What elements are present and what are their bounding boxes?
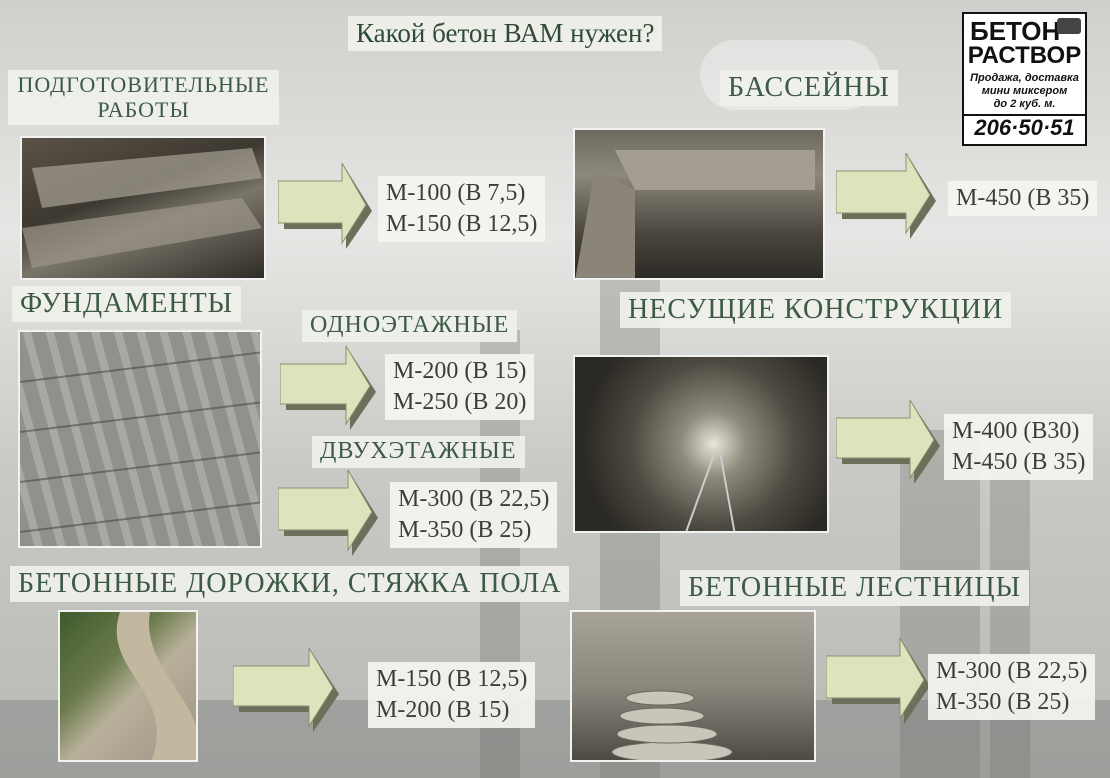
logo-tagline3: до 2 куб. м.: [993, 98, 1056, 110]
single-storey-grade-1: М-200 (В 15): [393, 358, 527, 384]
two-storey-title: ДВУХЭТАЖНЫЕ: [312, 436, 525, 468]
logo-line2: РАСТВОР: [967, 42, 1082, 69]
structures-photo: [573, 355, 829, 533]
single-storey-grades: М-200 (В 15) М-250 (В 20): [385, 354, 535, 421]
paths-photo: [58, 610, 198, 762]
paths-grades: М-150 (В 12,5) М-200 (В 15): [368, 662, 536, 729]
stairs-grade-1: М-300 (В 22,5): [936, 658, 1088, 684]
stairs-arrow-icon: [826, 638, 930, 724]
pools-title: БАССЕЙНЫ: [720, 70, 898, 107]
mixer-truck-icon: [1057, 18, 1081, 34]
two-storey-grade-1: М-300 (В 22,5): [398, 486, 550, 512]
stairs-title: БЕТОННЫЕ ЛЕСТНИЦЫ: [680, 570, 1030, 607]
paths-title: БЕТОННЫЕ ДОРОЖКИ, СТЯЖКА ПОЛА: [10, 566, 570, 603]
foundations-title: ФУНДАМЕНТЫ: [12, 286, 242, 323]
logo-line1: БЕТОН: [970, 16, 1061, 46]
logo-tagline2: мини миксером: [981, 85, 1068, 97]
prep-grade-2: М-150 (В 12,5): [386, 211, 538, 238]
structures-grade-2: М-450 (В 35): [952, 449, 1086, 476]
two-storey-grade-2: М-350 (В 25): [398, 517, 532, 544]
prep-title-line1: ПОДГОТОВИТЕЛЬНЫЕ: [17, 72, 270, 97]
company-logo: БЕТОН РАСТВОР Продажа, доставка мини мик…: [962, 12, 1087, 146]
single-storey-title: ОДНОЭТАЖНЫЕ: [302, 310, 518, 342]
paths-grade-2: М-200 (В 15): [376, 697, 510, 724]
prep-title: ПОДГОТОВИТЕЛЬНЫЕ РАБОТЫ: [8, 70, 279, 125]
structures-grade-1: М-400 (В30): [952, 418, 1080, 444]
structures-grades: М-400 (В30) М-450 (В 35): [944, 414, 1094, 481]
stairs-grade-2: М-350 (В 25): [936, 689, 1070, 716]
logo-tagline1: Продажа, доставка: [970, 72, 1079, 84]
prep-arrow-icon: [278, 163, 372, 249]
two-storey-arrow-icon: [278, 470, 378, 556]
paths-arrow-icon: [233, 648, 339, 732]
page-title: Какой бетон ВАМ нужен?: [348, 16, 663, 52]
foundations-photo: [18, 330, 262, 548]
prep-photo: [20, 136, 266, 280]
pools-grades: М-450 (В 35): [948, 181, 1098, 217]
structures-title: НЕСУЩИЕ КОНСТРУКЦИИ: [620, 292, 1012, 329]
pools-photo: [573, 128, 825, 280]
structures-arrow-icon: [836, 400, 940, 484]
pools-arrow-icon: [836, 153, 936, 239]
pools-grade-1: М-450 (В 35): [956, 185, 1090, 211]
logo-phone: 206·50·51: [964, 114, 1085, 140]
single-storey-arrow-icon: [280, 346, 376, 430]
two-storey-grades: М-300 (В 22,5) М-350 (В 25): [390, 482, 558, 549]
prep-grade-1: М-100 (В 7,5): [386, 180, 526, 206]
single-storey-grade-2: М-250 (В 20): [393, 389, 527, 416]
prep-title-line2: РАБОТЫ: [97, 97, 190, 123]
stairs-photo: [570, 610, 816, 762]
stairs-grades: М-300 (В 22,5) М-350 (В 25): [928, 654, 1096, 721]
paths-grade-1: М-150 (В 12,5): [376, 666, 528, 692]
prep-grades: М-100 (В 7,5) М-150 (В 12,5): [378, 176, 546, 243]
